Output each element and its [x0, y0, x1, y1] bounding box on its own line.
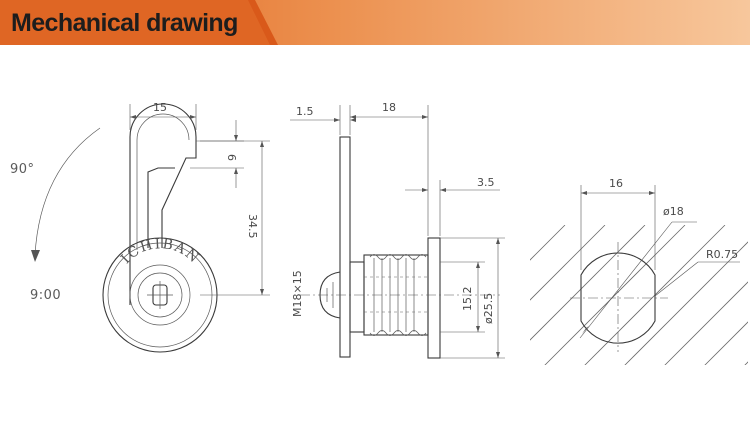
- flange: [427, 237, 441, 359]
- dim-front-length: 34.5: [246, 214, 259, 239]
- dim-front-slot: 6: [225, 154, 238, 161]
- rotation-arc: [34, 127, 101, 256]
- cutout-view: 16 ø18 R0.75: [530, 177, 748, 365]
- position-label: 9:00: [30, 288, 61, 303]
- cutout-outline: [580, 252, 656, 344]
- cam-plate: [339, 136, 351, 358]
- front-view: ICHIBAN 90° 9:00 15 6 34.5: [10, 101, 270, 353]
- dim-side-thread: M18×15: [291, 270, 304, 317]
- dim-side-diameter: ø25.5: [482, 293, 495, 324]
- page-title: Mechanical drawing: [11, 9, 238, 37]
- side-view: 1.5 18 3.5 M18×15 15.2 ø25.5: [290, 101, 505, 359]
- dim-side-plate: 1.5: [296, 105, 314, 118]
- dim-cutout-width: 16: [609, 177, 623, 190]
- header-banner: [0, 0, 750, 45]
- dim-side-flange: 3.5: [477, 176, 495, 189]
- dim-cutout-diameter: ø18: [663, 205, 684, 218]
- dim-side-flat: 15.2: [461, 287, 474, 312]
- rotation-label: 90°: [10, 162, 35, 177]
- dim-cutout-radius: R0.75: [706, 248, 738, 261]
- dim-front-width: 15: [153, 101, 167, 114]
- brand-text: ICHIBAN: [118, 236, 203, 267]
- mechanical-drawing: ICHIBAN 90° 9:00 15 6 34.5: [10, 101, 748, 365]
- dim-side-body: 18: [382, 101, 396, 114]
- cam-outline: [129, 103, 197, 305]
